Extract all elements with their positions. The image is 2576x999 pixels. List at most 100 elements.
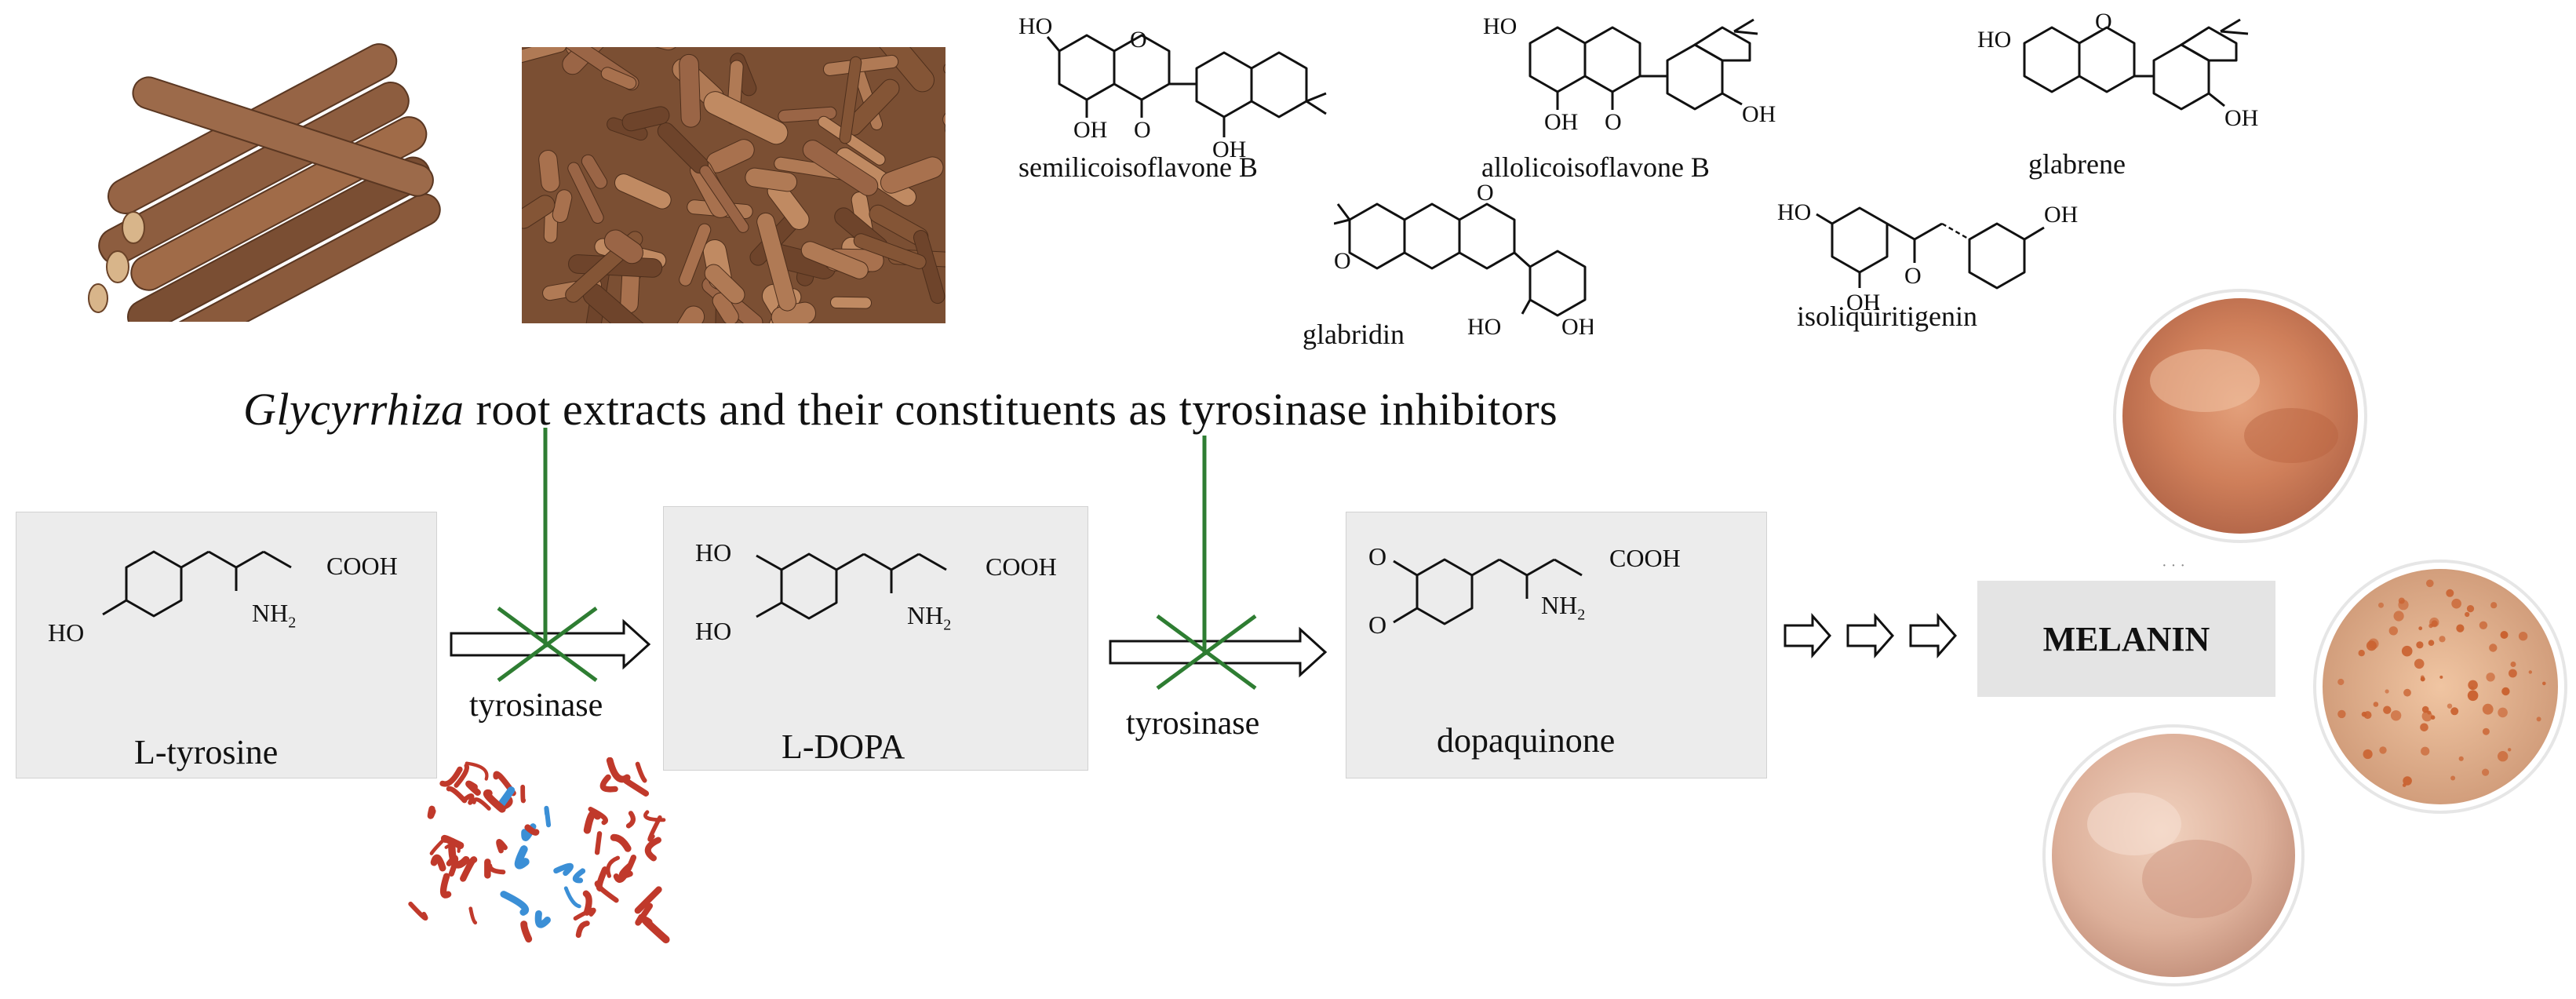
freckle: [2428, 640, 2435, 646]
cooh-text: COOH: [986, 552, 1057, 581]
freckle: [2508, 748, 2512, 752]
title-genus: Glycyrrhiza: [243, 384, 465, 435]
freckle: [2414, 658, 2425, 669]
freckle: [2510, 662, 2516, 667]
freckle: [2418, 626, 2423, 631]
svg-text:OH: OH: [1073, 117, 1107, 143]
licorice-chip: [913, 230, 946, 304]
svg-text:OH: OH: [2224, 105, 2258, 131]
ho-text: HO: [695, 617, 732, 645]
tyrosinase-label-1: tyrosinase: [469, 687, 603, 724]
freckle: [2420, 723, 2428, 732]
ribbon-segment: [487, 863, 506, 875]
freckle: [2470, 686, 2474, 690]
svg-text:O: O: [1605, 109, 1622, 135]
cooh-text: COOH: [326, 552, 398, 580]
svg-text:OH: OH: [1561, 314, 1593, 337]
ribbon-segment: [439, 766, 463, 787]
freckle: [2366, 640, 2377, 651]
dopaquinone-label: dopaquinone: [1437, 721, 1616, 760]
licorice-chip: [614, 173, 672, 210]
tyrosinase-protein-structure: [408, 757, 670, 944]
licorice-chip: [745, 167, 798, 192]
nh2-text: NH2: [907, 601, 952, 634]
ho-text: HO: [695, 538, 732, 567]
o-text: O: [1368, 542, 1387, 571]
ribbon-segment: [634, 886, 662, 914]
freckle: [2378, 602, 2384, 608]
freckle: [2403, 688, 2411, 697]
freckle: [2542, 681, 2546, 686]
glabrene-structure: HO O OH: [1977, 12, 2258, 131]
isoliquiritigenin-structure: HO OH O OH: [1777, 199, 2078, 315]
freckle: [2489, 644, 2498, 652]
ribbon-segment: [635, 761, 647, 783]
freckle: [2358, 650, 2365, 657]
freckle: [2482, 768, 2490, 776]
freckle: [2482, 727, 2490, 735]
ribbon-segment: [625, 811, 636, 829]
freckle: [2528, 670, 2532, 674]
ho-text: HO: [1018, 13, 1052, 39]
freckle: [2427, 710, 2432, 715]
ribbon-segment: [606, 757, 631, 783]
freckle: [2439, 636, 2446, 643]
licorice-chip: [522, 195, 556, 229]
ribbon-segment: [441, 834, 465, 850]
licorice-chip: [802, 140, 879, 196]
l-tyrosine-label: L-tyrosine: [134, 733, 279, 771]
licorice-chip: [679, 53, 701, 128]
skin-photo-middle: [2313, 560, 2567, 814]
freckle: [2498, 707, 2508, 718]
freckle: [2388, 626, 2398, 636]
freckle: [2451, 598, 2461, 609]
ribbon-segment: [439, 873, 452, 899]
allolicoisoflavone-b-label: allolicoisoflavone B: [1481, 151, 1710, 183]
l-dopa-box: COOH NH2 HO HO L-DOPA: [663, 506, 1088, 771]
licorice-chip: [800, 241, 869, 279]
freckle: [2383, 705, 2392, 714]
freckle: [2536, 716, 2541, 722]
svg-text:HO: HO: [1777, 199, 1811, 225]
melanin-box: MELANIN: [1977, 581, 2275, 697]
ribbon-segment: [446, 786, 468, 804]
ribbon-segment: [454, 763, 470, 788]
freckle: [2363, 749, 2373, 760]
svg-text:HO: HO: [1977, 27, 2011, 53]
licorice-chip: [699, 165, 749, 233]
svg-text:OH: OH: [1846, 290, 1880, 315]
o-text: O: [1368, 611, 1387, 639]
ribbon-segment: [460, 856, 478, 882]
ribbon-segment: [483, 789, 506, 813]
ribbon-segment: [618, 862, 633, 879]
freckle: [2458, 756, 2464, 761]
small-dots: · · ·: [2162, 557, 2185, 574]
freckle: [2490, 602, 2498, 609]
licorice-chip: [679, 223, 712, 286]
freckle: [2450, 775, 2456, 781]
ribbon-segment: [427, 805, 436, 819]
freckle: [2402, 783, 2407, 787]
ho-text: HO: [48, 618, 85, 647]
freckle: [2390, 710, 2402, 721]
l-dopa-label: L-DOPA: [782, 727, 905, 766]
freckle: [2501, 687, 2510, 696]
skin-photo-bottom: [2042, 724, 2305, 986]
allolicoisoflavone-b-structure: HO OH O OH: [1483, 13, 1776, 135]
ribbon-segment: [610, 833, 632, 852]
freckle: [2337, 709, 2346, 719]
ribbon-segment: [408, 901, 428, 921]
freckle: [2431, 620, 2438, 627]
svg-text:OH: OH: [1742, 101, 1776, 127]
freckle: [2439, 675, 2443, 679]
isoliquiritigenin-label: isoliquiritigenin: [1797, 301, 1977, 332]
ribbon-segment: [520, 921, 533, 942]
dopaquinone-box: COOH NH2 O O dopaquinone: [1346, 512, 1767, 778]
ribbon-segment: [583, 809, 602, 834]
ribbon-segment: [534, 910, 551, 928]
licorice-chip: [880, 156, 944, 194]
freckle: [2500, 631, 2509, 639]
freckle: [2518, 632, 2528, 641]
licorice-chip: [600, 67, 637, 90]
svg-text:OH: OH: [1212, 137, 1246, 162]
